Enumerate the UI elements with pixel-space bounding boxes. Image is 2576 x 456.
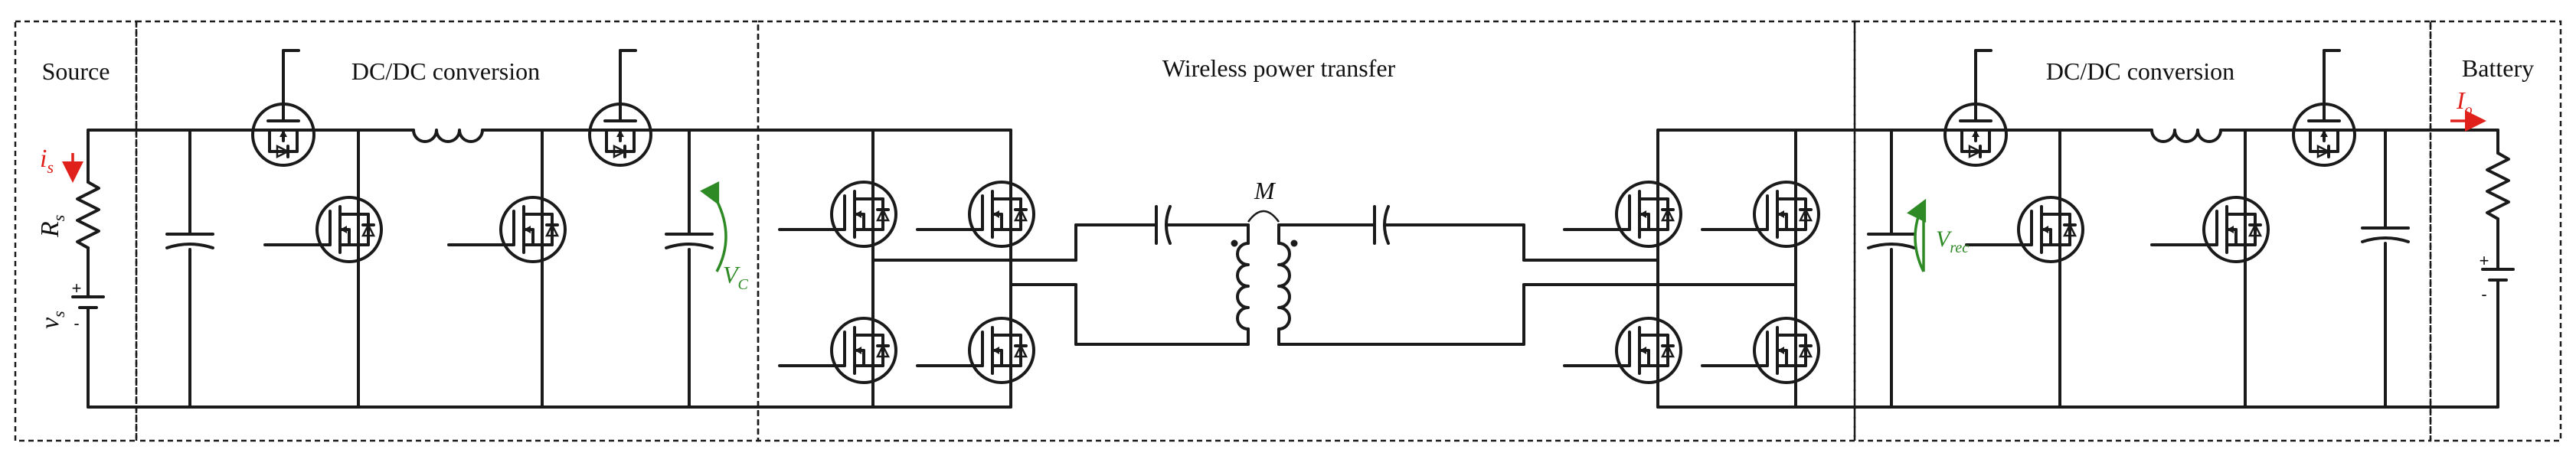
output-low-side-switch-2 <box>2150 182 2270 277</box>
source-minus-sign: - <box>74 314 79 333</box>
input-low-side-switch-2 <box>447 182 567 277</box>
input-low-side-switch-1 <box>263 182 383 277</box>
wpt-title: Wireless power transfer <box>1162 54 1396 82</box>
primary-bridge-switch-1 <box>778 167 897 262</box>
m-label: M <box>1254 177 1277 204</box>
battery-minus-sign: - <box>2481 285 2486 304</box>
wpt-circuit <box>688 129 1992 409</box>
secondary-bridge-switch-2 <box>1701 167 1820 262</box>
primary-bridge-switch-2 <box>916 167 1035 262</box>
input-high-side-switch-2 <box>573 49 668 167</box>
vs-label: vs <box>36 311 68 329</box>
output-dcdc-circuit <box>1867 49 2499 409</box>
secondary-bridge-switch-3 <box>1563 303 1682 398</box>
primary-bridge-switch-4 <box>916 303 1035 398</box>
source-circuit <box>62 129 691 409</box>
source-plus-sign: + <box>72 278 82 298</box>
input-high-side-switch-1 <box>236 49 331 167</box>
input-dcdc-circuit <box>165 49 760 409</box>
battery-title: Battery <box>2462 54 2534 82</box>
dcdc-out-title: DC/DC conversion <box>2046 57 2234 85</box>
dcdc-in-title: DC/DC conversion <box>351 57 540 85</box>
io-label: Io <box>2456 86 2473 119</box>
output-low-side-switch-1 <box>1965 182 2084 277</box>
battery-circuit <box>2450 110 2515 409</box>
output-high-side-switch-2 <box>2277 49 2372 167</box>
secondary-bridge-switch-1 <box>1563 167 1682 262</box>
wpt-section-box <box>757 20 1856 442</box>
secondary-bridge-switch-4 <box>1701 303 1820 398</box>
battery-plus-sign: + <box>2480 251 2489 270</box>
primary-bridge-switch-3 <box>778 303 897 398</box>
dcdc-out-section-box <box>1853 20 2432 442</box>
rs-label: Rs <box>36 215 68 238</box>
source-title: Source <box>42 57 110 85</box>
is-label: is <box>40 145 54 177</box>
source-section-box <box>14 20 138 442</box>
output-high-side-switch-1 <box>1928 49 2023 167</box>
vrec-label: Vrec <box>1936 226 1969 256</box>
battery-section-box <box>2429 20 2562 442</box>
vc-label: VC <box>723 261 749 293</box>
